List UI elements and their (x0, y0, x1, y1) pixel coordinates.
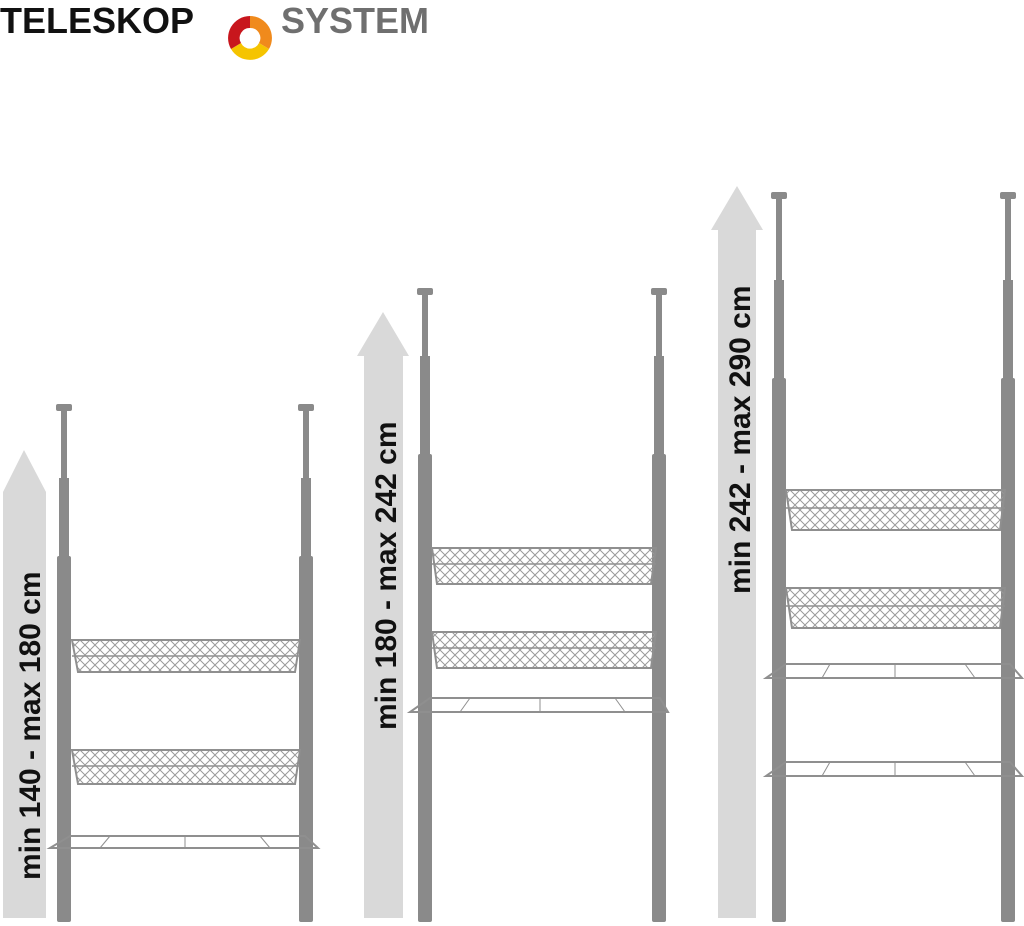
basket-3a (784, 489, 1007, 531)
logo-ring-icon (228, 16, 272, 60)
variant-1: min 140 - max 180 cm (3, 404, 321, 922)
logo-word-teleskop: TELESKOP (0, 0, 195, 41)
pole-left-3 (771, 192, 787, 922)
basket-1a (70, 639, 302, 673)
height-label-2: min 180 - max 242 cm (370, 421, 403, 730)
flat-shelf-1 (46, 835, 321, 849)
height-label-3: min 242 - max 290 cm (724, 285, 757, 594)
pole-right-2 (651, 288, 667, 922)
height-arrow-1 (3, 450, 46, 918)
height-arrow-3 (711, 186, 763, 918)
basket-2b (430, 631, 658, 669)
pole-right-1 (298, 404, 314, 922)
flat-shelf-2 (406, 697, 670, 713)
variant-2: min 180 - max 242 cm (357, 288, 670, 922)
height-arrow-2 (357, 312, 409, 918)
pole-right-3 (1000, 192, 1016, 922)
basket-1b (70, 749, 302, 785)
height-label-1: min 140 - max 180 cm (14, 571, 47, 880)
pole-left-2 (417, 288, 433, 922)
logo-word-system: SYSTEM (281, 0, 430, 41)
flat-shelf-3b (762, 761, 1024, 777)
basket-2a (430, 547, 658, 585)
flat-shelf-3a (762, 663, 1024, 679)
basket-3b (784, 587, 1007, 629)
pole-left-1 (56, 404, 72, 922)
variant-3: min 242 - max 290 cm (711, 186, 1024, 922)
